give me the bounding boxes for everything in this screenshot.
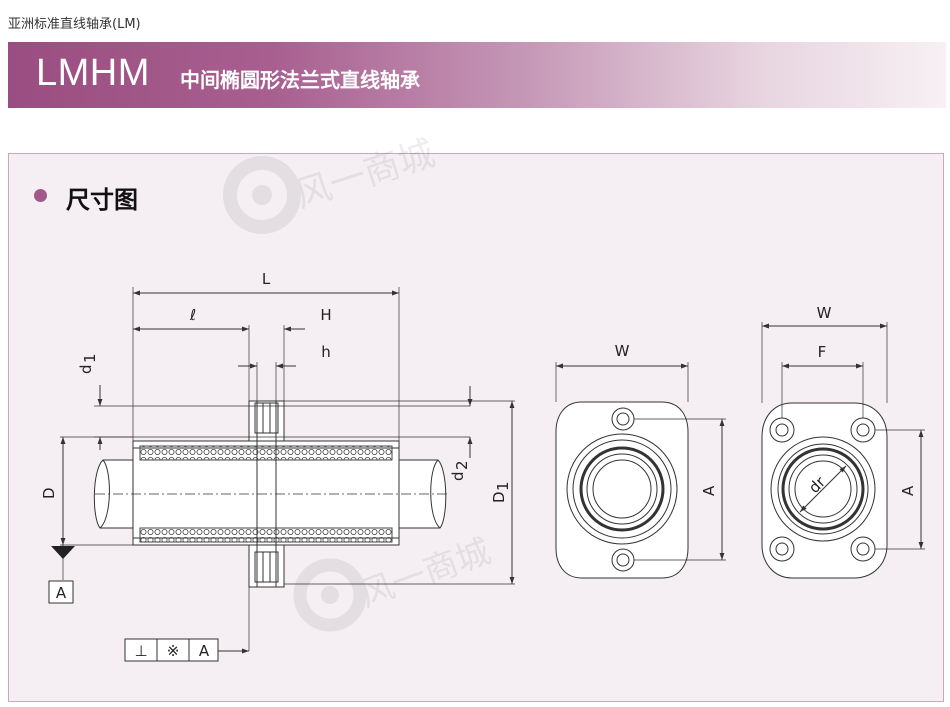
front-view-oval [555, 362, 726, 579]
dim-L-label: L [262, 270, 271, 288]
datum-label: A [56, 584, 67, 602]
perpendicularity-icon: ⊥ [134, 642, 147, 660]
tolerance-frame: ⊥ ※ A [124, 638, 219, 662]
dim-d2-label: d [449, 471, 467, 481]
end-view-flange [761, 322, 925, 579]
end-view-W-label: W [817, 304, 832, 322]
datum-triangle-icon [51, 546, 75, 559]
side-view [60, 287, 515, 654]
section-bullet-icon [34, 189, 47, 202]
header-banner: LMHM 中间椭圆形法兰式直线轴承 [8, 42, 946, 108]
dim-l-label: ℓ [189, 306, 196, 324]
dim-d1-label: d [77, 364, 95, 374]
dim-d1-subscript: 1 [81, 353, 99, 363]
svg-text:风一商城: 风一商城 [290, 133, 440, 216]
dim-d2-subscript: 2 [453, 460, 471, 470]
front-view-A-label: A [700, 485, 718, 496]
side-view-labels: L ℓ H h d 1 D d 2 D 1 [40, 270, 512, 503]
product-name: 中间椭圆形法兰式直线轴承 [180, 68, 420, 92]
end-view-A-label: A [899, 485, 917, 496]
dim-D1-label: D [490, 491, 508, 503]
model-code: LMHM [36, 52, 150, 94]
dim-H-label: H [320, 306, 331, 324]
section-title: 尺寸图 [66, 186, 138, 214]
end-view-F-label: F [818, 343, 827, 361]
tolerance-symbol-icon: ※ [167, 642, 180, 660]
dim-D1-subscript: 1 [494, 481, 512, 491]
tolerance-reference: A [199, 642, 210, 660]
dim-h-label: h [321, 343, 331, 361]
dim-D-label: D [40, 487, 58, 499]
breadcrumb: 亚洲标准直线轴承(LM) [8, 17, 141, 32]
datum-box: A [48, 580, 74, 604]
front-view-W-label: W [615, 342, 630, 360]
